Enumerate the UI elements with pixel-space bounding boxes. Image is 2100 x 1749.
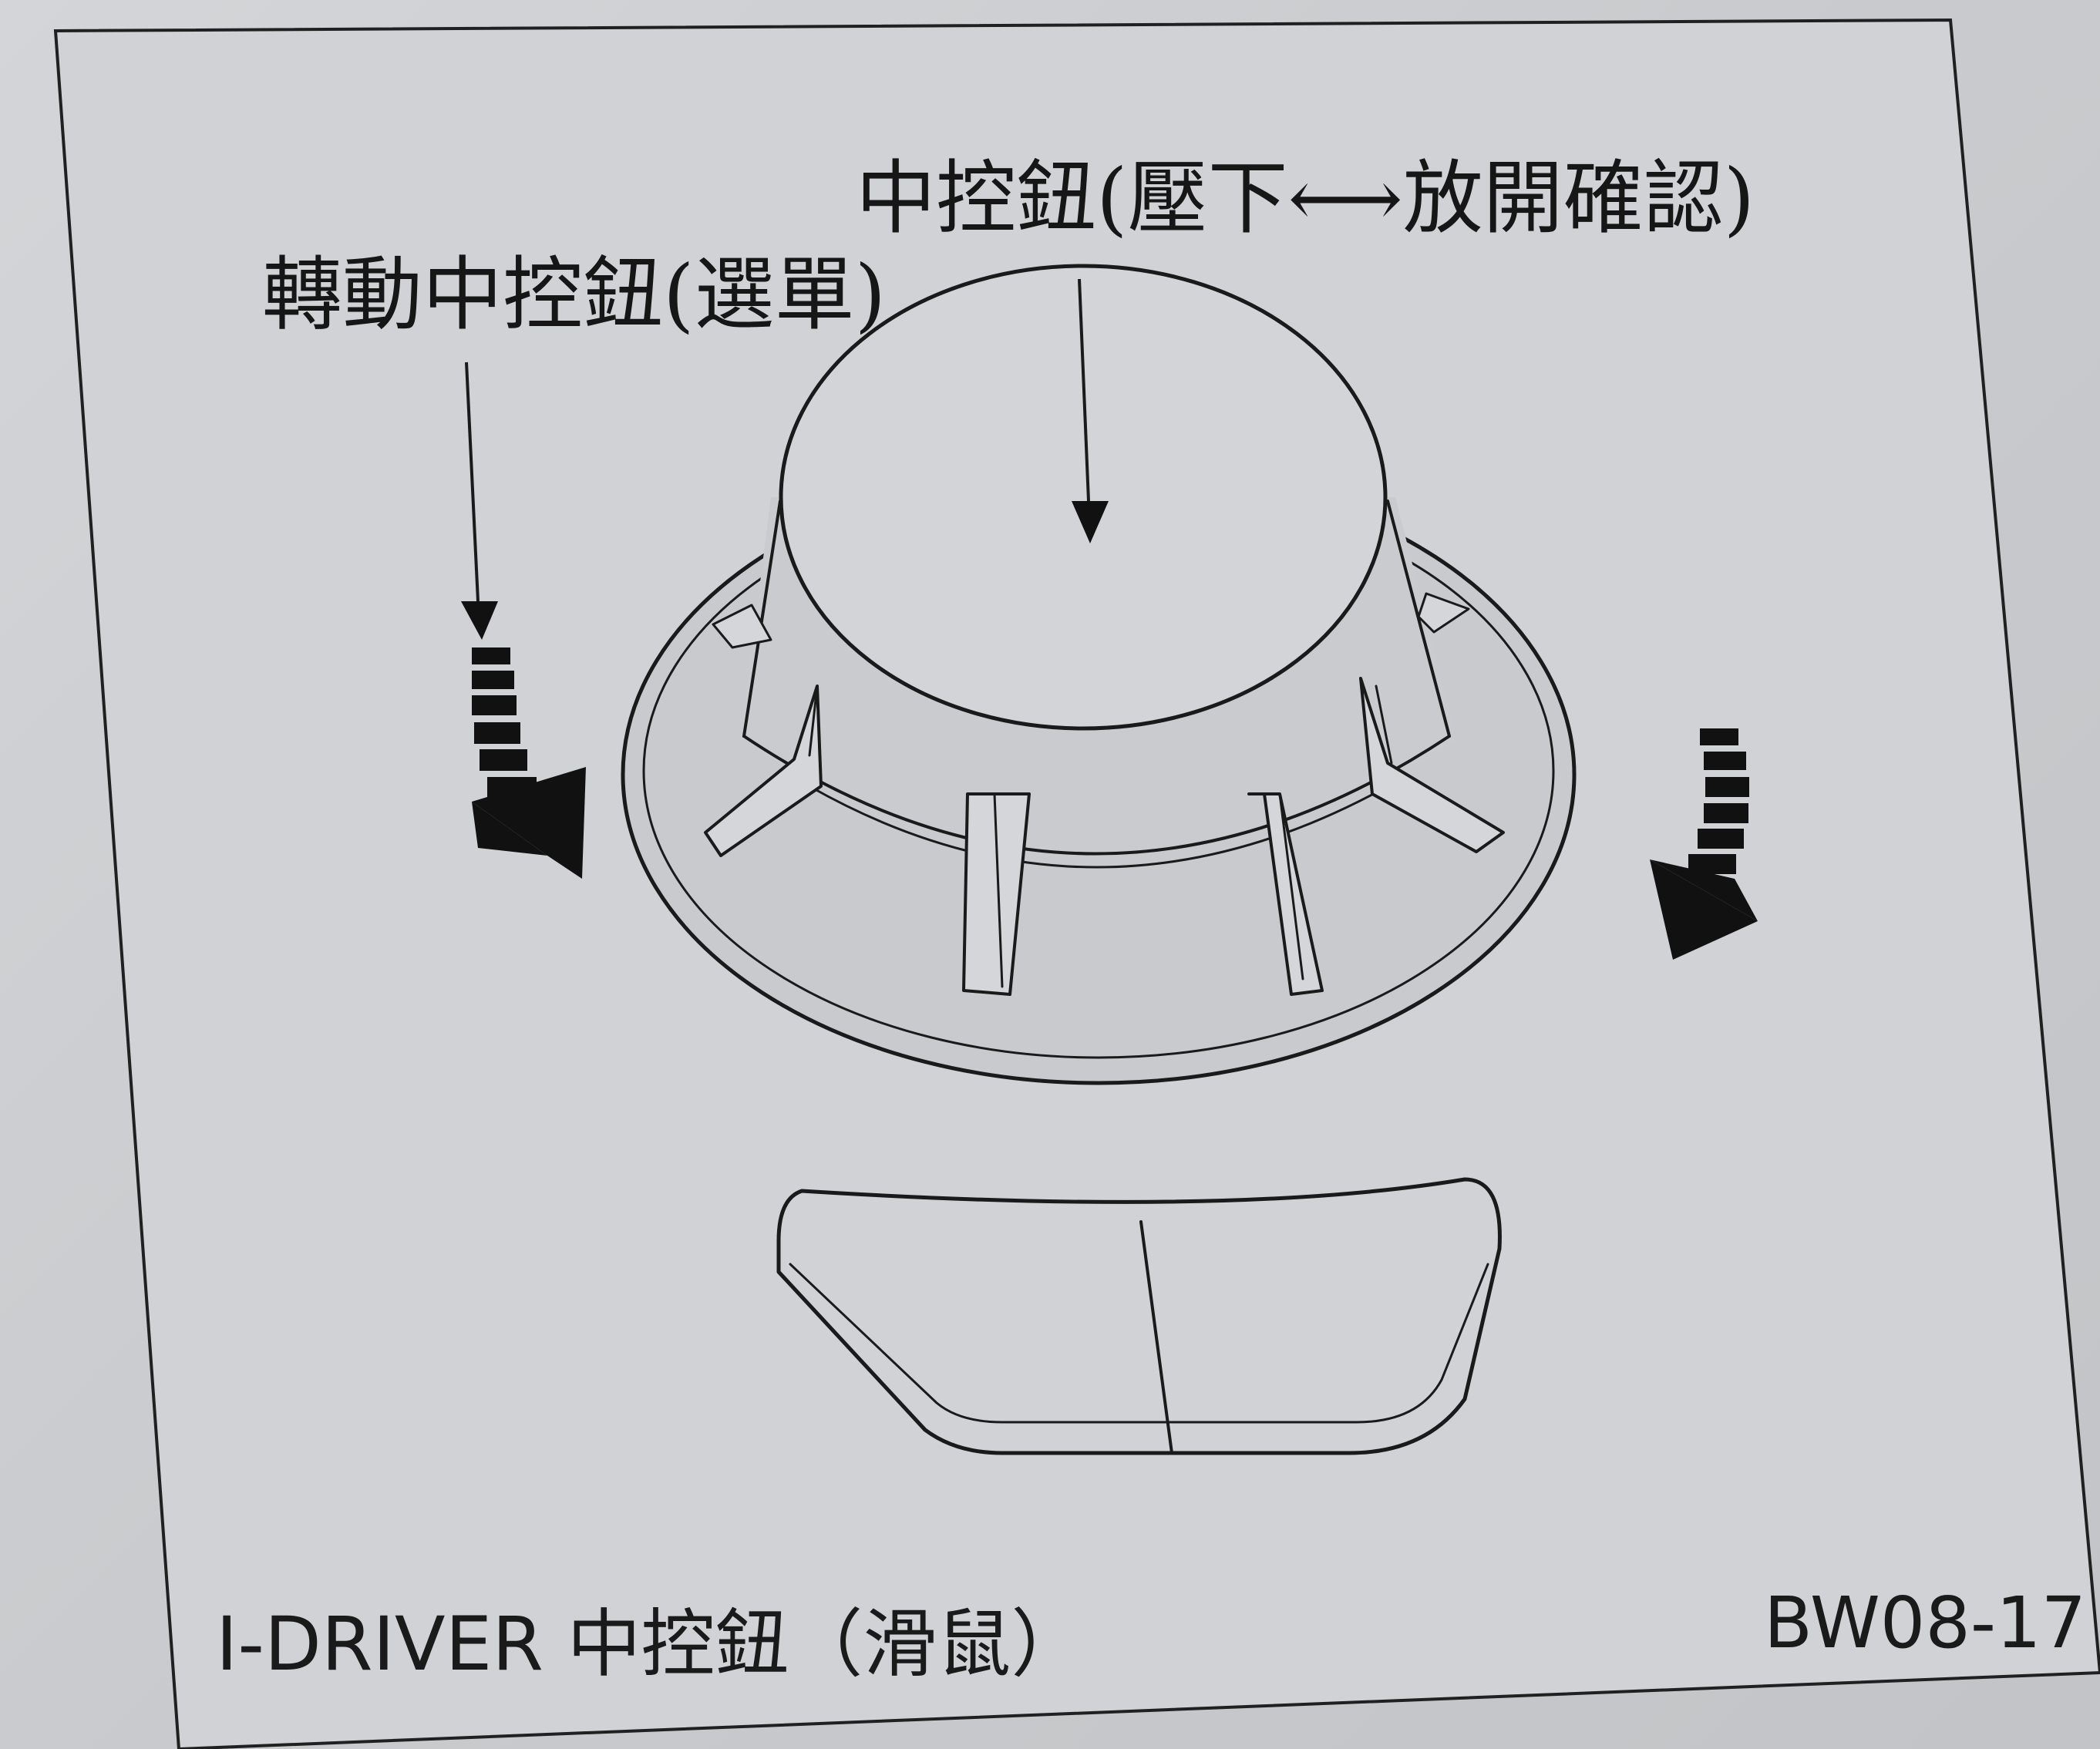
- press-arrow-icon: [1072, 278, 1109, 543]
- figure-code: BW08-17: [1764, 1582, 2087, 1664]
- mouse-pad-icon: [776, 1177, 1502, 1455]
- rotate-menu-label: 轉動中控鈕(選單): [262, 247, 887, 341]
- rotate-arrow-icon: [461, 362, 498, 640]
- knob-icon: [621, 264, 1577, 1085]
- press-confirm-label: 中控鈕(壓下⟷放開確認): [856, 151, 1755, 245]
- rotate-right-icon: [1650, 728, 1758, 960]
- rotate-left-icon: [472, 647, 586, 879]
- figure-caption: I-DRIVER 中控鈕（滑鼠）: [216, 1601, 1085, 1687]
